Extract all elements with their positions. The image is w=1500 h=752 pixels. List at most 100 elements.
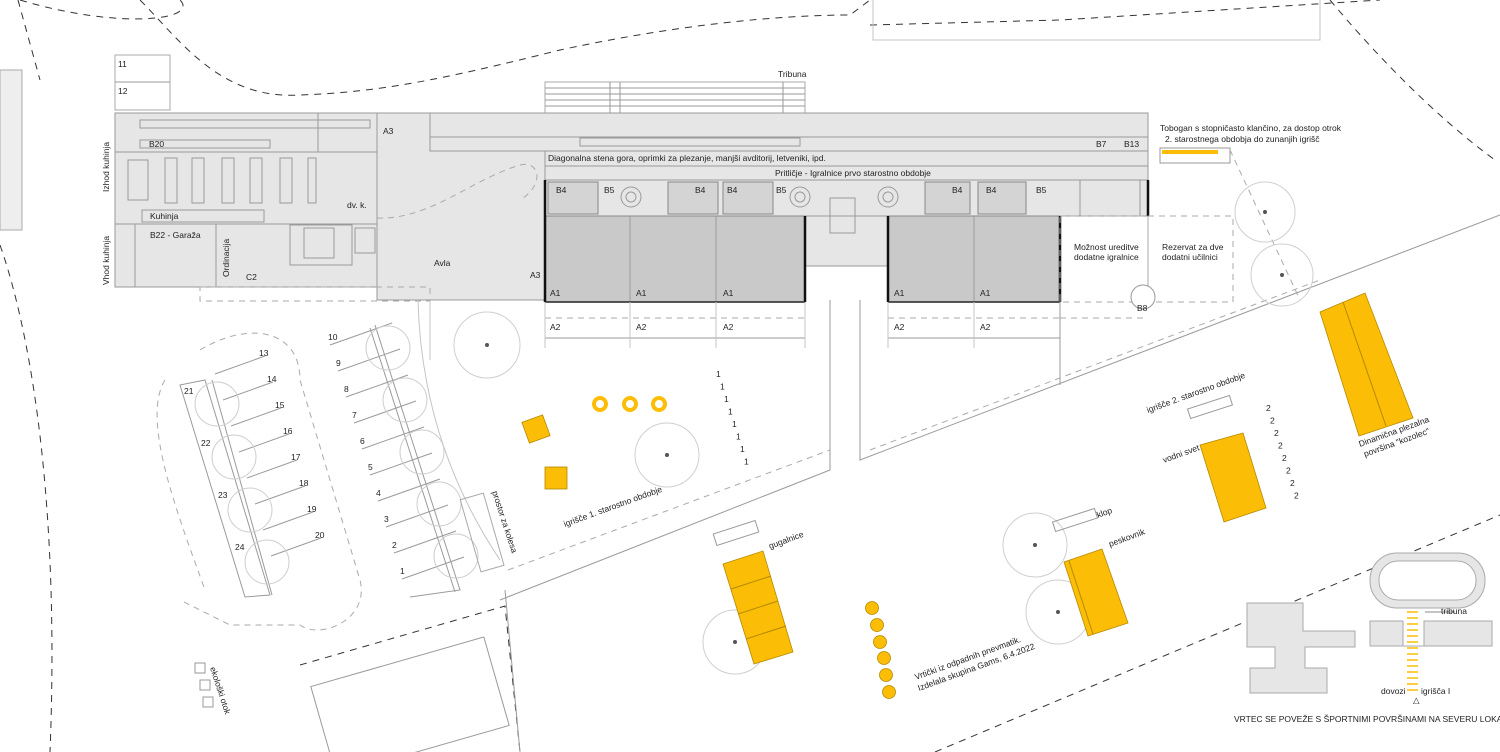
inset-caption: VRTEC SE POVEŽE S ŠPORTNIMI POVRŠINAMI N… [1234, 714, 1500, 724]
room-label-b4: B4 [952, 185, 963, 195]
marker-2: 2 [1286, 466, 1291, 476]
room-label-b20: B20 [149, 139, 164, 149]
play-block [544, 466, 568, 490]
entrance-hall [804, 215, 889, 267]
marker-1: 1 [732, 419, 737, 429]
neighbor-building [0, 69, 23, 231]
sandbox [1063, 548, 1129, 637]
room-label-b4: B4 [986, 185, 997, 195]
arrow-up-icon: △ [1413, 695, 1420, 705]
diagonal-wall-label: Diagonalna stena gora, oprimki za plezan… [548, 153, 826, 163]
boundary-right [1329, 0, 1496, 161]
marker-1: 1 [728, 407, 733, 417]
water-world [1199, 432, 1267, 523]
parking-number: 14 [267, 374, 277, 384]
room-label-a3: A3 [383, 126, 394, 136]
playground-2-label: igrišče 2. starostno obdobje [1145, 370, 1246, 415]
parking-stall-line [238, 433, 290, 453]
climbing-surface [1319, 292, 1414, 437]
parking-stall-line [345, 374, 409, 398]
room-label-a2: A2 [894, 322, 905, 332]
room-label-a1: A1 [550, 288, 561, 298]
marker-2: 2 [1294, 491, 1299, 501]
marker-2: 2 [1274, 428, 1279, 438]
parking-number: 18 [299, 478, 309, 488]
kindergarten-building [114, 112, 1234, 348]
parking-stall-line [401, 556, 465, 580]
marker-1: 1 [716, 369, 721, 379]
parking-number: 4 [376, 488, 381, 498]
inset-dovozi-label: dovozi [1381, 686, 1406, 696]
room-label-b7: B7 [1096, 139, 1107, 149]
room-label-ordinacija: Ordinacija [221, 238, 231, 277]
bike-parking-label: prostor za kolesa [490, 490, 520, 555]
parking-number: 9 [336, 358, 341, 368]
bench [1186, 394, 1234, 420]
paths [417, 149, 1500, 752]
label-izhod-kuhinja: Izhod kuhinja [101, 142, 111, 192]
marker-2: 2 [1266, 403, 1271, 413]
parking-number: 24 [235, 542, 245, 552]
room-label-a2: A2 [550, 322, 561, 332]
room-label-avla: Avla [434, 258, 451, 268]
room-label-b13: B13 [1124, 139, 1139, 149]
room-label-b22: B22 - Garaža [150, 230, 201, 240]
parking-number: 3 [384, 514, 389, 524]
parking-number: 21 [184, 386, 194, 396]
parking-stall-line [230, 407, 282, 427]
label-rezervat: dodatni učilnici [1162, 252, 1218, 262]
parking-number: 23 [218, 490, 228, 500]
parking-number: 5 [368, 462, 373, 472]
field-outline [872, 0, 1321, 41]
tobogan-label-2: 2. starostnega obdobja do zunanjih igriš… [1165, 134, 1320, 144]
bench [712, 519, 760, 547]
parking-stall-line [214, 355, 266, 375]
tire-ring [622, 396, 638, 412]
parking-stall-line [254, 485, 306, 505]
parking-number: 20 [315, 530, 325, 540]
room-label-a1: A1 [894, 288, 905, 298]
upper-corridor [429, 112, 1149, 152]
room-label-b4: B4 [727, 185, 738, 195]
boundary-parking-south [299, 605, 521, 752]
room-label-b4: B4 [556, 185, 567, 195]
playroom-block-1 [544, 215, 806, 303]
marker-1: 1 [740, 444, 745, 454]
parking-stall-line [246, 459, 298, 479]
tobogan-ramp [1162, 150, 1218, 154]
parking-stall-line [361, 426, 425, 450]
tire-ring [651, 396, 667, 412]
a2-strip [544, 302, 1061, 348]
room-label-a1: A1 [636, 288, 647, 298]
inset-tribuna-label: tribuna [1441, 606, 1467, 616]
marker-2: 2 [1282, 453, 1287, 463]
parking-stall-line [385, 504, 449, 528]
ground-floor-label: Pritličje - Igralnice prvo starostno obd… [775, 168, 931, 178]
marker-2: 2 [1290, 478, 1295, 488]
swings-label: gugalnice [767, 529, 805, 551]
parking-stall-line [262, 511, 314, 531]
parking-number: 1 [400, 566, 405, 576]
tribuna-stands [544, 81, 806, 115]
label-moznost: dodatne igralnice [1074, 252, 1139, 262]
label-moznost: Možnost ureditve [1074, 242, 1139, 252]
parking-number: 2 [392, 540, 397, 550]
parking-lot [156, 322, 510, 752]
parking-stall-line [377, 478, 441, 502]
marker-1: 1 [720, 382, 725, 392]
boundary-edge [17, 0, 41, 81]
marker-1: 1 [736, 432, 741, 442]
inset-igrisca-label: igrišča I [1421, 686, 1450, 696]
tribuna-label: Tribuna [778, 69, 807, 79]
parking-number: 22 [201, 438, 211, 448]
room-label-a1: A1 [723, 288, 734, 298]
parking-number: 19 [307, 504, 317, 514]
play-elements [521, 292, 1414, 699]
parking-number: 7 [352, 410, 357, 420]
bench-klop [1051, 507, 1099, 533]
parking-label: 12 [118, 86, 128, 96]
room-label-a2: A2 [723, 322, 734, 332]
tire-ring [592, 396, 608, 412]
parking-number: 6 [360, 436, 365, 446]
